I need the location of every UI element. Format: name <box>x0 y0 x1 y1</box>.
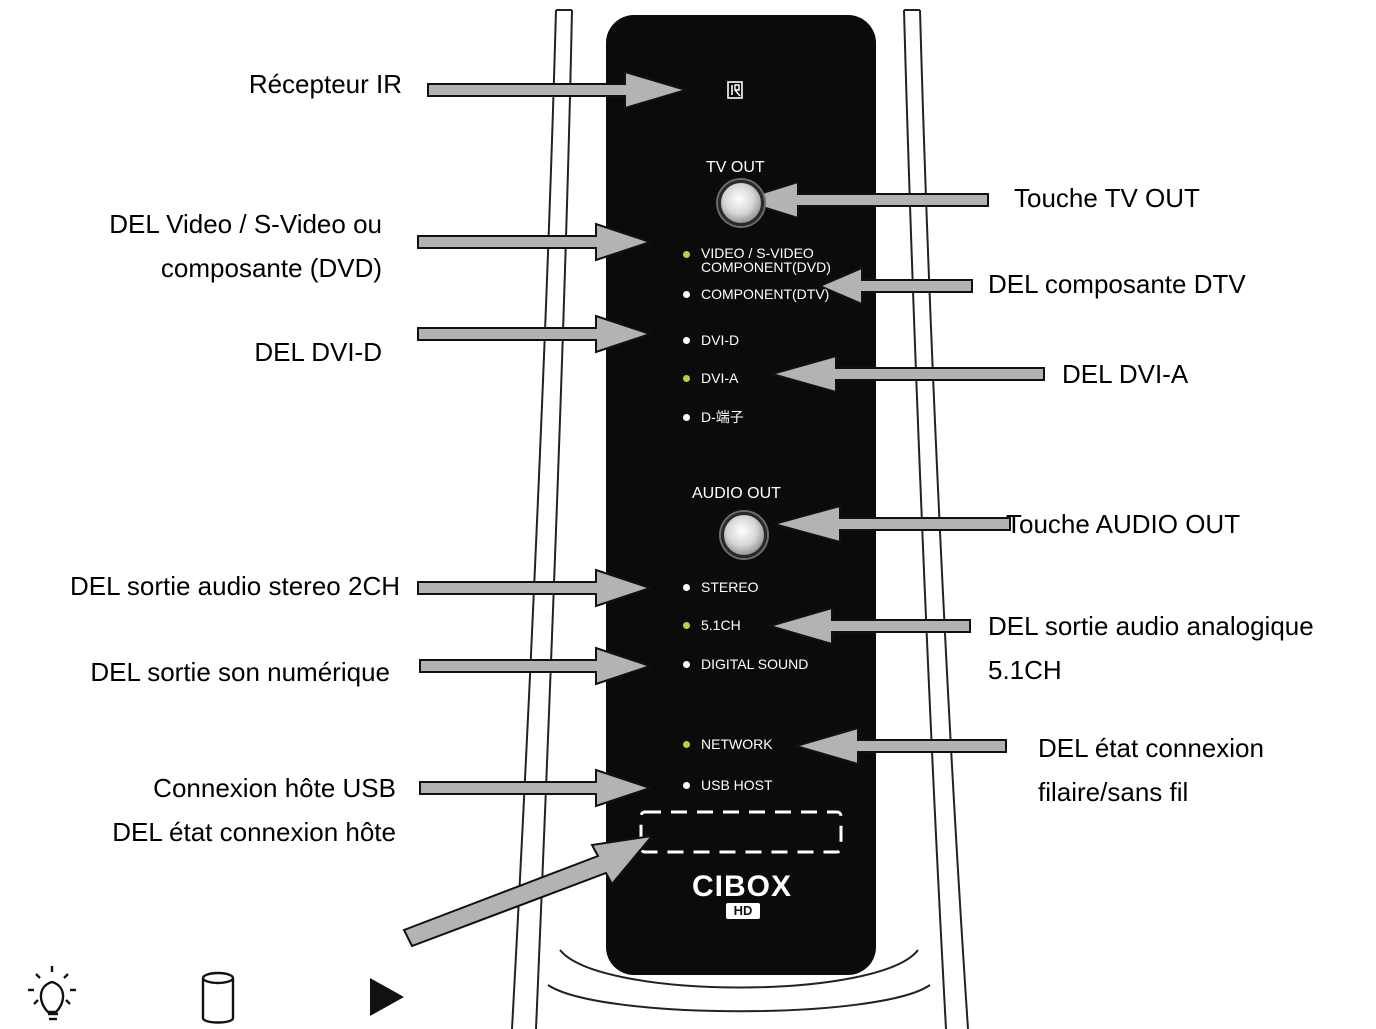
panel-stereo: STEREO <box>701 579 759 595</box>
panel-usb-host: USB HOST <box>701 777 773 793</box>
dtv-led <box>683 291 690 298</box>
callout-analog-51: DEL sortie audio analogique 5.1CH <box>988 604 1314 692</box>
arrow-audio-out <box>770 504 1011 544</box>
digital-sound-led <box>683 661 690 668</box>
arrow-network-led <box>792 726 1007 766</box>
callout-dvid-led: DEL DVI-D <box>254 337 382 367</box>
disk-icon <box>201 971 235 1024</box>
callout-audio-out-button: Touche AUDIO OUT <box>1006 509 1241 539</box>
callout-analog-51-line1: DEL sortie audio analogique <box>988 611 1314 641</box>
video-led <box>683 251 690 258</box>
callout-ir-receiver: Récepteur IR <box>248 69 402 99</box>
callout-video-led-line2: composante (DVD) <box>160 253 382 283</box>
ch51-led <box>683 622 690 629</box>
front-panel <box>606 15 876 975</box>
dvia-led <box>683 375 690 382</box>
callout-network-line2: filaire/sans fil <box>1038 777 1189 807</box>
arrow-dvid-led <box>417 314 654 354</box>
dvid-led <box>683 337 690 344</box>
d-terminal-led <box>683 414 690 421</box>
callout-usb-line2: DEL état connexion hôte <box>112 817 396 847</box>
callout-video-led: DEL Video / S-Video ou composante (DVD) <box>109 202 382 290</box>
panel-d-terminal: D-端子 <box>701 409 744 425</box>
arrow-video-led <box>417 222 654 262</box>
usb-host-led <box>683 782 690 789</box>
light-icon <box>28 966 76 1021</box>
panel-video-line2: COMPONENT(DVD) <box>701 259 831 275</box>
panel-tv-out-label: TV OUT <box>706 159 765 176</box>
stereo-led <box>683 584 690 591</box>
brand-logo: CIBOX <box>691 870 792 903</box>
arrow-digital-led <box>419 646 654 686</box>
callout-tv-out-button: Touche TV OUT <box>1014 183 1200 213</box>
panel-digital-sound: DIGITAL SOUND <box>701 656 809 672</box>
arrow-ir <box>427 70 690 110</box>
callout-dvia-led: DEL DVI-A <box>1062 359 1189 389</box>
arrow-usb-host <box>419 768 654 808</box>
arrow-dvia-led <box>768 354 1045 394</box>
callout-arrows <box>402 70 1045 948</box>
callout-video-led-line1: DEL Video / S-Video ou <box>109 209 382 239</box>
tv-out-button[interactable] <box>718 180 764 226</box>
callout-dtv-led: DEL composante DTV <box>988 269 1246 299</box>
panel-component-dtv: COMPONENT(DTV) <box>701 286 830 302</box>
panel-dvi-a: DVI-A <box>701 370 739 386</box>
arrow-51ch-led <box>766 606 971 646</box>
panel-network: NETWORK <box>701 736 773 752</box>
callout-network-line1: DEL état connexion <box>1038 733 1264 763</box>
arrow-stereo-led <box>417 568 654 608</box>
callout-network: DEL état connexion filaire/sans fil <box>1038 726 1264 814</box>
arrow-tv-out <box>736 180 989 220</box>
callout-usb-line1: Connexion hôte USB <box>153 773 396 803</box>
play-icon <box>370 978 404 1016</box>
panel-audio-out-label: AUDIO OUT <box>692 485 781 502</box>
panel-video-line1: VIDEO / S-VIDEO <box>701 245 814 261</box>
callout-usb: Connexion hôte USB DEL état connexion hô… <box>112 766 396 854</box>
network-led <box>683 741 690 748</box>
callout-analog-51-line2: 5.1CH <box>988 655 1062 685</box>
arrow-usb-port <box>402 834 655 948</box>
panel-dvi-d: DVI-D <box>701 332 740 348</box>
audio-out-button[interactable] <box>721 512 767 558</box>
panel-51ch: 5.1CH <box>701 617 741 633</box>
ir-sensor-icon <box>727 81 743 99</box>
hd-badge: HD <box>726 903 760 919</box>
callout-digital-led: DEL sortie son numérique <box>90 657 390 687</box>
usb-port-outline <box>639 810 843 854</box>
callout-stereo-led: DEL sortie audio stereo 2CH <box>70 571 400 601</box>
arrow-dtv-led <box>817 266 973 306</box>
